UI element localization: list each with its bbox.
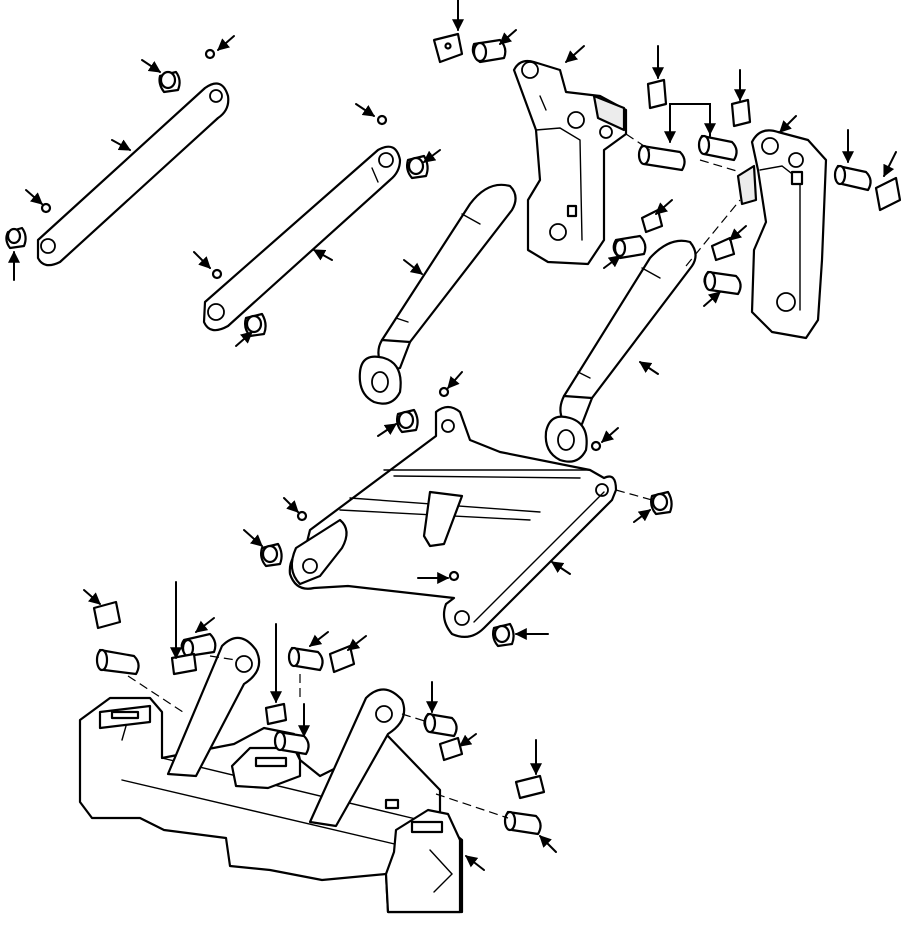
bushings-main-boom — [260, 408, 673, 648]
callout-arrows — [7, 0, 897, 871]
main-boom-frame — [288, 405, 618, 639]
center-link-bar — [202, 145, 402, 332]
upper-mount-bracket-left — [512, 59, 628, 266]
pin-right-outer — [833, 164, 872, 192]
grease-fittings-main-boom — [296, 386, 602, 582]
base-pins-plates — [92, 600, 546, 836]
bushing-lower-left — [5, 226, 27, 250]
bushing-upper-left — [158, 70, 181, 94]
upper-mount-bracket-right — [736, 129, 828, 340]
pins-center-pair — [637, 134, 738, 172]
upper-left-link-bar — [36, 82, 230, 267]
assembly-lines — [127, 133, 741, 819]
pin-upper-left — [471, 38, 507, 64]
lock-plate-upper-left — [432, 32, 464, 64]
base-frame — [78, 636, 464, 914]
lock-plates-upper-right — [646, 78, 901, 212]
grease-fitting-upper-left — [40, 48, 216, 214]
bushing-center-link — [244, 154, 429, 338]
left-hydraulic-cylinder — [358, 183, 517, 405]
pins-bracket-bottom — [612, 208, 742, 296]
grease-fitting-center-link — [211, 114, 388, 280]
right-hydraulic-cylinder — [544, 239, 697, 463]
